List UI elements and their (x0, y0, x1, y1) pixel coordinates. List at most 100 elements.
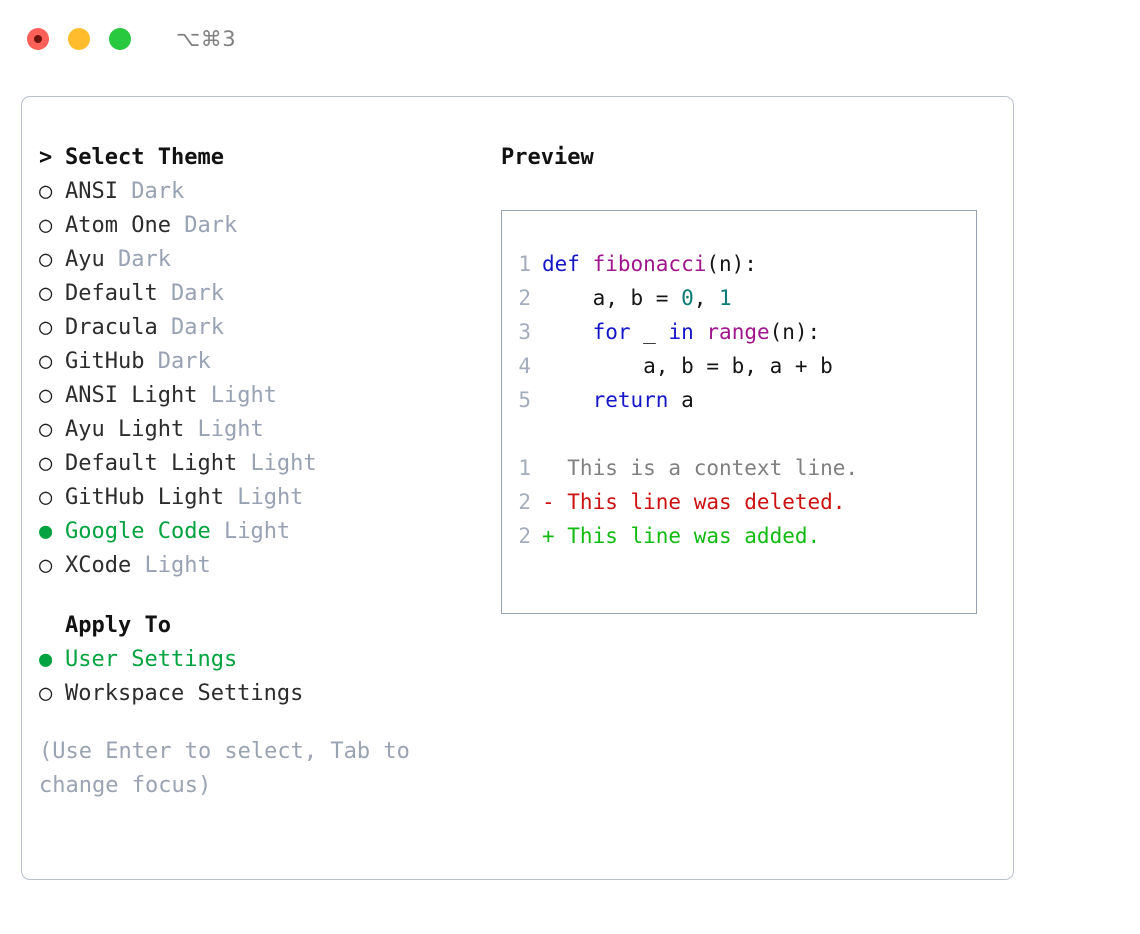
minimize-window-button[interactable] (68, 28, 90, 50)
code-text: for _ in range(n): (542, 315, 821, 349)
code-line: 5 return a (502, 383, 976, 417)
code-token (694, 320, 707, 344)
theme-list-item[interactable]: ○ Ayu Light Light (39, 413, 489, 447)
code-token: for (592, 320, 631, 344)
select-theme-heading-label: Select Theme (65, 145, 224, 170)
code-token: 1 (719, 286, 732, 310)
theme-variant-tag: Dark (131, 179, 185, 204)
theme-variant-tag: Light (250, 451, 317, 476)
line-number: 2 (518, 524, 531, 548)
theme-name-label: GitHub Light (65, 485, 224, 510)
theme-list-item[interactable]: ○ GitHub Light Light (39, 481, 489, 515)
theme-list-item[interactable]: ○ Default Dark (39, 277, 489, 311)
line-number: 2 (518, 490, 531, 514)
theme-name-label: Atom One (65, 213, 171, 238)
spacer (224, 481, 237, 515)
keyboard-shortcut-label: ⌥⌘3 (176, 27, 237, 51)
theme-list-item[interactable]: ○ ANSI Dark (39, 175, 489, 209)
code-token: fibonacci (592, 252, 707, 276)
theme-name-label: ANSI (65, 179, 118, 204)
radio-unselected-icon[interactable]: ○ (39, 179, 53, 204)
theme-list-item[interactable]: ○ANSI Light Light (39, 379, 489, 413)
prompt-caret-icon: > (39, 145, 53, 170)
code-line: 3 for _ in range(n): (502, 315, 976, 349)
close-window-button[interactable] (27, 28, 49, 50)
spacer (158, 311, 171, 345)
theme-name-label: Ayu Light (65, 417, 185, 442)
code-token: a, b = (542, 286, 682, 310)
spacer (211, 515, 224, 549)
apply-to-item[interactable]: ○ Workspace Settings (39, 677, 489, 711)
apply-to-heading: Apply To (65, 613, 171, 638)
title-bar: ⌥⌘3 (0, 0, 1140, 78)
radio-unselected-icon[interactable]: ○ (39, 681, 53, 706)
code-text: a, b = 0, 1 (542, 281, 732, 315)
line-number: 2 (518, 286, 531, 310)
theme-variant-tag: Dark (157, 349, 211, 374)
code-line: 4 a, b = b, a + b (502, 349, 976, 383)
code-token: (n): (769, 320, 821, 344)
radio-unselected-icon[interactable]: ○ (39, 315, 53, 340)
theme-list-item[interactable]: ○ Default Light Light (39, 447, 489, 481)
code-token (542, 388, 593, 412)
radio-unselected-icon[interactable]: ○ (39, 281, 53, 306)
theme-list-item[interactable]: ○ XCode Light (39, 549, 489, 583)
theme-selector-column: >Select Theme ○ANSI Dark○Atom One Dark○A… (39, 141, 489, 803)
spacer (197, 379, 210, 413)
radio-unselected-icon[interactable]: ○ (39, 553, 53, 578)
theme-variant-tag: Dark (170, 315, 224, 340)
code-text: a, b = b, a + b (542, 349, 833, 383)
spacer (171, 209, 184, 243)
theme-list-item[interactable]: ○ GitHub Dark (39, 345, 489, 379)
diff-sample: 1 This is a context line. 2 - This line wa… (502, 451, 976, 553)
diff-line: 1 This is a context line. (502, 451, 976, 485)
radio-unselected-icon[interactable]: ○ (39, 213, 53, 238)
radio-unselected-icon[interactable]: ○ (39, 383, 53, 408)
diff-text: + This line was added. (542, 524, 821, 548)
theme-list-item[interactable]: ○Ayu Dark (39, 243, 489, 277)
traffic-light-group (27, 28, 131, 50)
code-token: return (592, 388, 669, 412)
theme-name-label: Google Code (65, 519, 211, 544)
theme-name-label: GitHub (65, 349, 145, 374)
apply-to-item[interactable]: ●User Settings (39, 643, 489, 677)
theme-variant-tag: Light (197, 417, 264, 442)
line-number: 1 (518, 456, 531, 480)
keyboard-hint-text: (Use Enter to select, Tab to change focu… (39, 739, 424, 798)
spacer (184, 413, 197, 447)
theme-name-label: Default Light (65, 451, 238, 476)
theme-name-label: Dracula (65, 315, 158, 340)
diff-line: 2 - This line was deleted. (502, 485, 976, 519)
code-text: return a (542, 383, 694, 417)
main-panel: >Select Theme ○ANSI Dark○Atom One Dark○A… (21, 96, 1014, 880)
theme-variant-tag: Light (210, 383, 277, 408)
radio-unselected-icon[interactable]: ○ (39, 485, 53, 510)
theme-name-label: Ayu (65, 247, 105, 272)
theme-list-item[interactable]: ○ Dracula Dark (39, 311, 489, 345)
spacer (158, 277, 171, 311)
radio-selected-icon[interactable]: ● (39, 647, 53, 672)
theme-variant-tag: Dark (170, 281, 224, 306)
line-number: 4 (518, 354, 531, 378)
diff-text: - This line was deleted. (542, 490, 846, 514)
theme-name-label: Default (65, 281, 158, 306)
code-line: 2 a, b = 0, 1 (502, 281, 976, 315)
code-token: range (706, 320, 770, 344)
theme-variant-tag: Light (144, 553, 211, 578)
radio-unselected-icon[interactable]: ○ (39, 247, 53, 272)
theme-variant-tag: Light (237, 485, 304, 510)
theme-variant-tag: Dark (184, 213, 238, 238)
radio-unselected-icon[interactable]: ○ (39, 417, 53, 442)
theme-name-label: XCode (65, 553, 132, 578)
radio-selected-icon[interactable]: ● (39, 519, 53, 544)
spacer (131, 549, 144, 583)
apply-to-label: Workspace Settings (65, 681, 304, 706)
theme-list-item[interactable]: ●Google Code Light (39, 515, 489, 549)
theme-list-item[interactable]: ○ Atom One Dark (39, 209, 489, 243)
maximize-window-button[interactable] (109, 28, 131, 50)
radio-unselected-icon[interactable]: ○ (39, 451, 53, 476)
radio-unselected-icon[interactable]: ○ (39, 349, 53, 374)
